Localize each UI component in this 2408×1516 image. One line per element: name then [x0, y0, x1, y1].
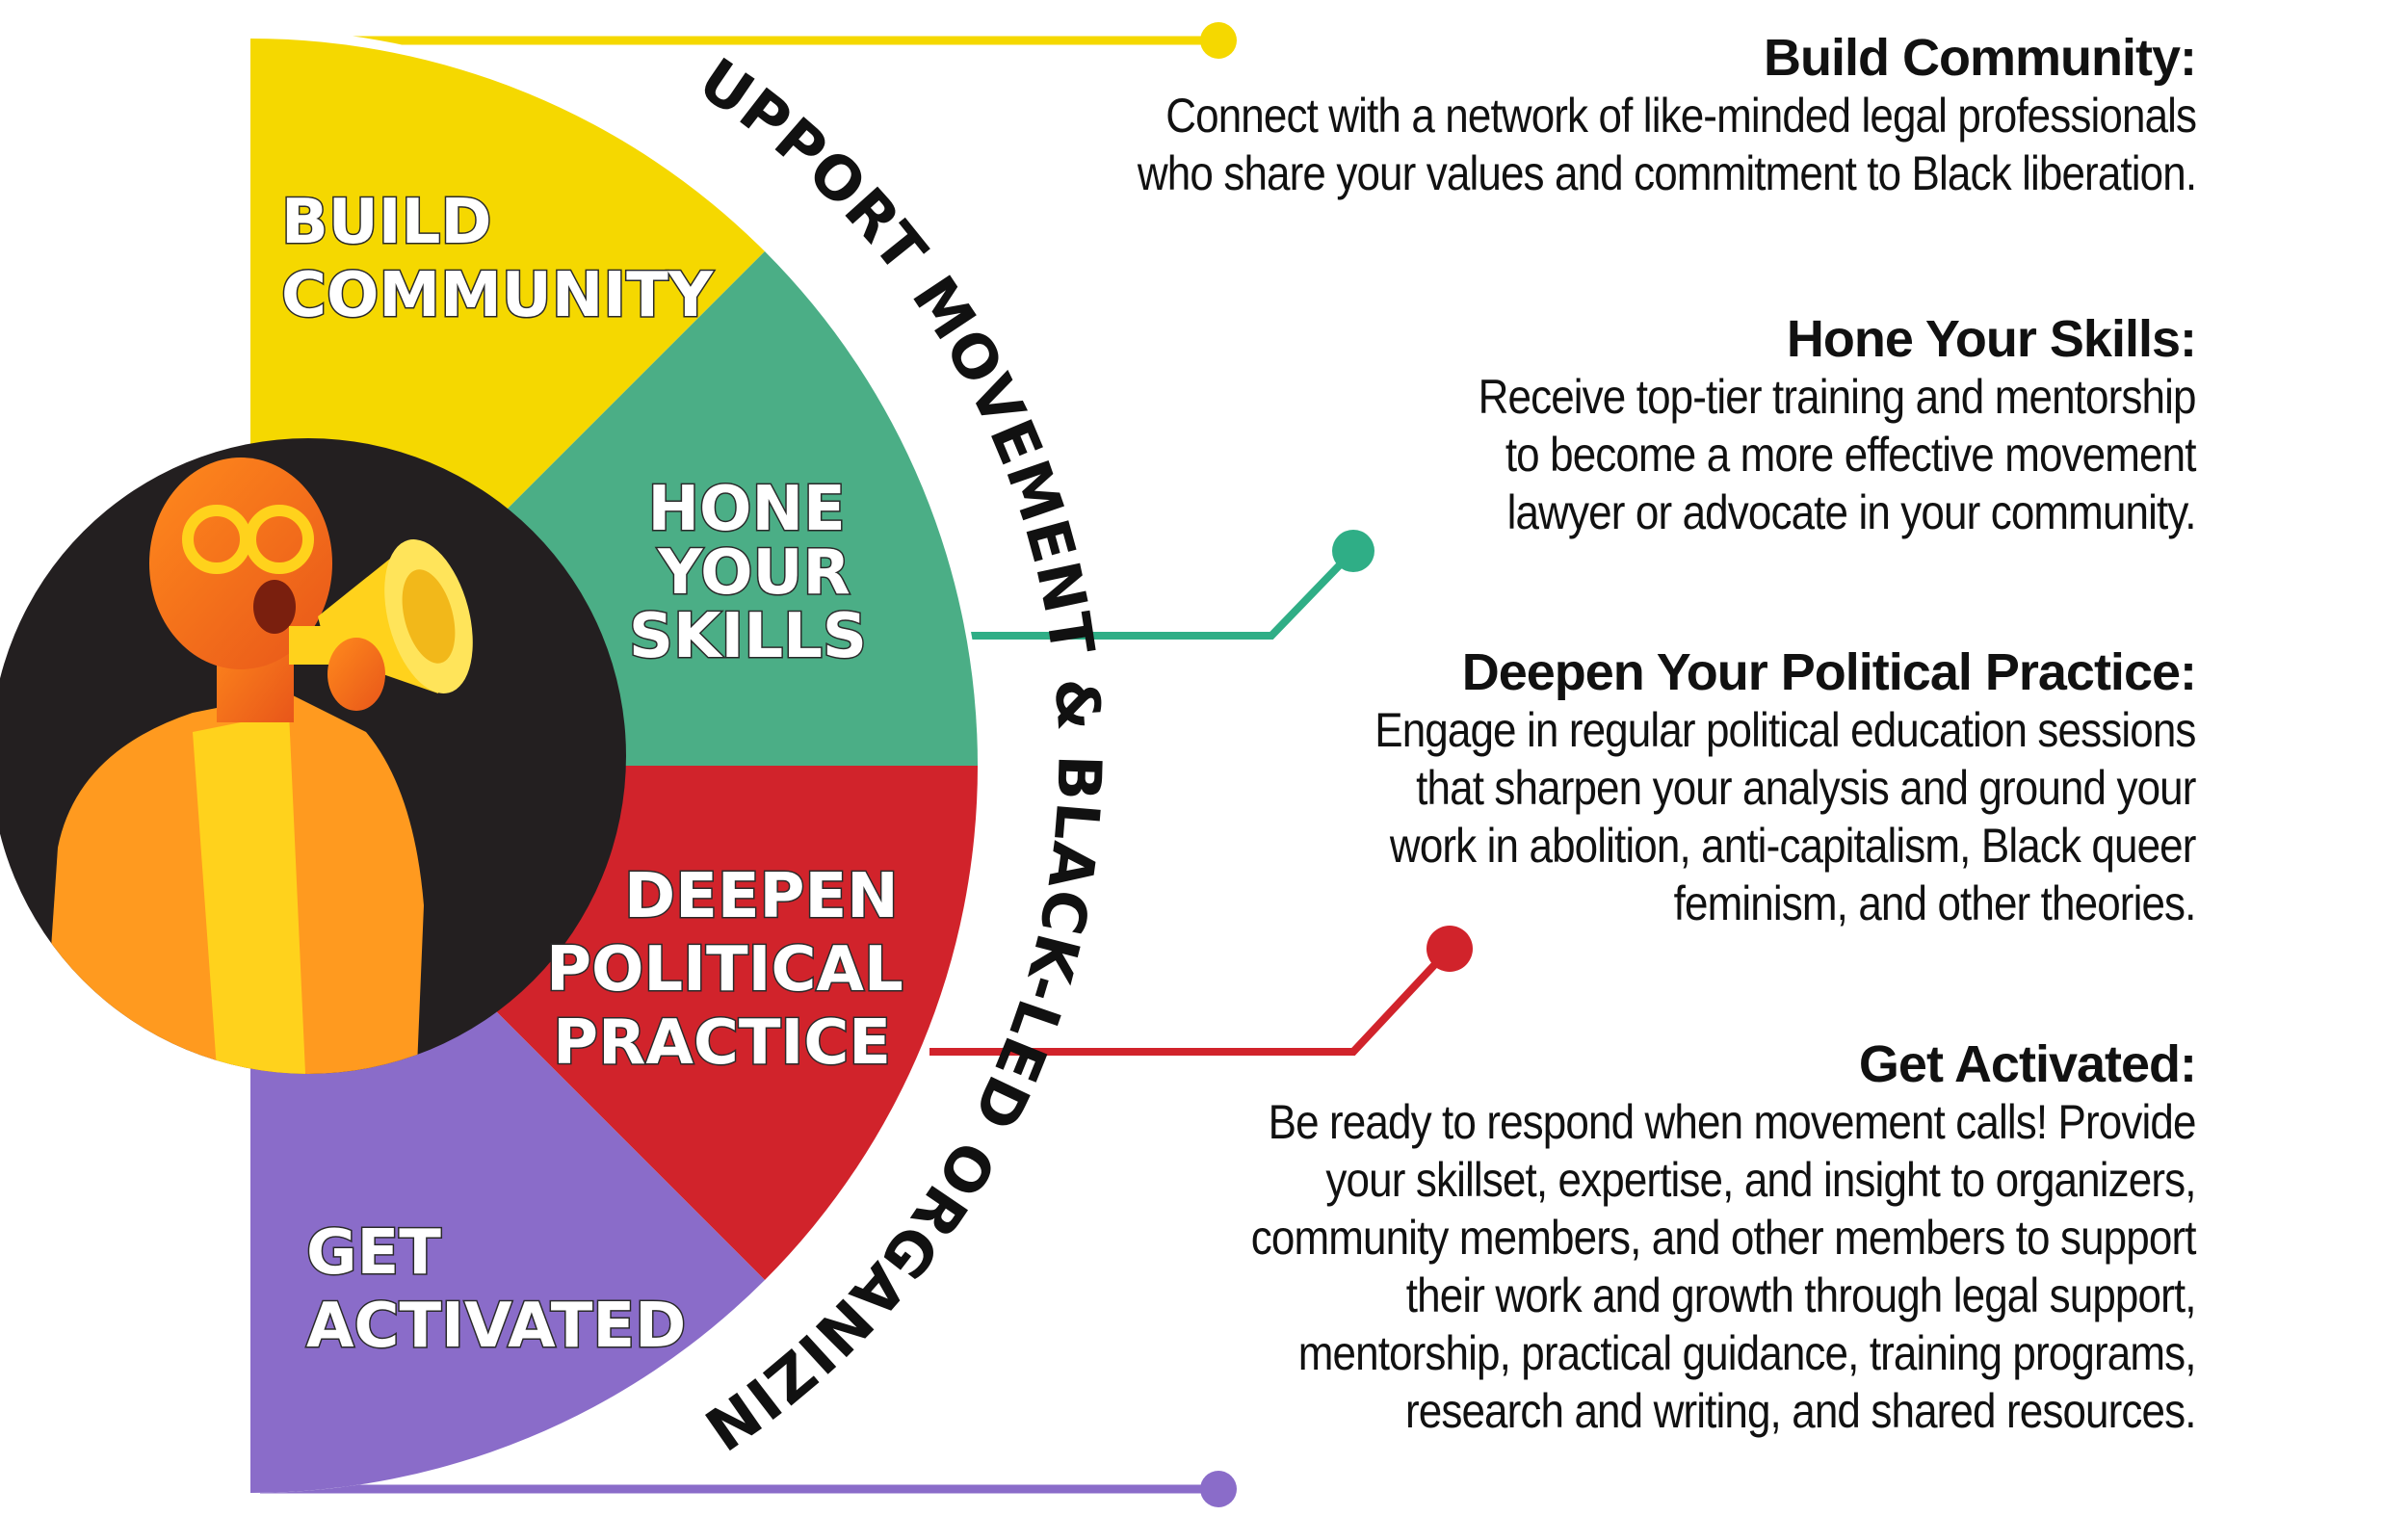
description-line: Connect with a network of like-minded le…	[1165, 89, 2197, 143]
description-deepen-practice: Deepen Your Political Practice: Engage i…	[1263, 643, 2197, 932]
description-title: Hone Your Skills:	[1786, 310, 2197, 368]
description-line: that sharpen your analysis and ground yo…	[1416, 761, 2197, 815]
description-hone-skills: Hone Your Skills: Receive top-tier train…	[1380, 310, 2197, 541]
segment-label-build-community: BUILD COMMUNITY	[281, 187, 714, 331]
connector-hone-skills	[891, 530, 1374, 640]
description-title: Get Activated:	[1858, 1035, 2197, 1093]
segment-label-deepen-practice: DEEPEN POLITICAL PRACTICE	[546, 861, 925, 1079]
description-line: their work and growth through legal supp…	[1406, 1268, 2197, 1322]
description-title: Deepen Your Political Practice:	[1461, 643, 2197, 701]
description-line: mentorship, practical guidance, training…	[1298, 1326, 2197, 1380]
description-line: lawyer or advocate in your community.	[1507, 485, 2197, 539]
description-line: research and writing, and shared resourc…	[1405, 1384, 2196, 1438]
segment-label-get-activated: GET ACTIVATED	[306, 1217, 686, 1362]
description-line: community members, and other members to …	[1251, 1211, 2197, 1265]
description-line: your skillset, expertise, and insight to…	[1325, 1153, 2197, 1207]
segment-label-hone-skills: HONE YOUR SKILLS	[629, 474, 872, 672]
description-line: who share your values and commitment to …	[1137, 146, 2197, 200]
description-line: Receive top-tier training and mentorship	[1479, 370, 2197, 424]
person-with-megaphone-icon	[0, 438, 626, 1074]
description-line: feminism, and other theories.	[1674, 876, 2197, 930]
description-build-community: Build Community: Connect with a network …	[993, 29, 2197, 202]
connector-get-activated	[260, 1471, 1237, 1507]
connector-build-community	[260, 22, 1237, 59]
description-line: work in abolition, anti-capitalism, Blac…	[1390, 819, 2196, 873]
description-line: Engage in regular political education se…	[1374, 703, 2197, 757]
description-get-activated: Get Activated: Be ready to respond when …	[1122, 1035, 2197, 1440]
connector-deepen-practice	[929, 926, 1473, 1056]
description-line: to become a more effective movement	[1505, 428, 2197, 482]
description-line: Be ready to respond when movement calls!…	[1269, 1095, 2197, 1149]
description-title: Build Community:	[1764, 29, 2197, 87]
